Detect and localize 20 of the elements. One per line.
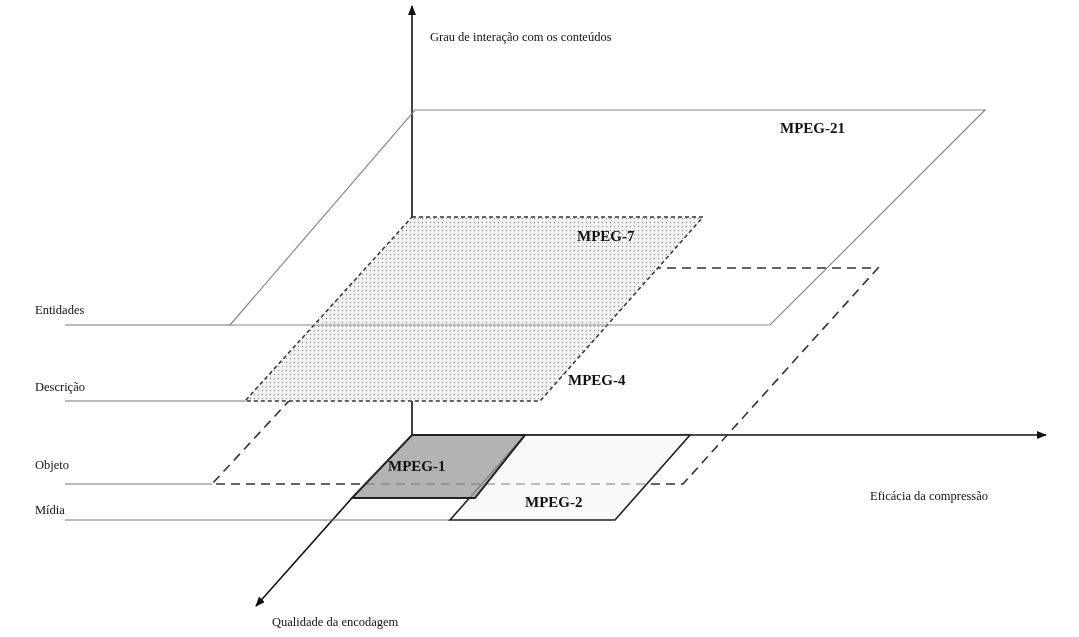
- level-line: [64, 483, 213, 485]
- level-label: Mídia: [35, 503, 65, 517]
- plane-parallelogram: [352, 435, 525, 498]
- plane-label: MPEG-7: [577, 228, 635, 245]
- level-line: [64, 324, 231, 326]
- level-line: [64, 400, 246, 402]
- plane-parallelogram: [230, 110, 985, 325]
- level-label: Entidades: [35, 303, 85, 317]
- level-line: [64, 519, 451, 521]
- plane-label: MPEG-1: [388, 458, 446, 475]
- plane-parallelogram: [450, 435, 690, 520]
- level-label: Objeto: [35, 458, 70, 472]
- axis-title: Qualidade da encodagem: [272, 615, 399, 630]
- level-label: Descrição: [35, 380, 85, 394]
- plane-parallelogram: [245, 217, 703, 401]
- plane-label: MPEG-2: [525, 494, 583, 511]
- plane-label: MPEG-21: [780, 120, 845, 137]
- plane-label: MPEG-4: [568, 372, 626, 389]
- axis-title: Eficácia da compressão: [870, 489, 988, 504]
- axis-title: Grau de interação com os conteúdos: [430, 30, 612, 45]
